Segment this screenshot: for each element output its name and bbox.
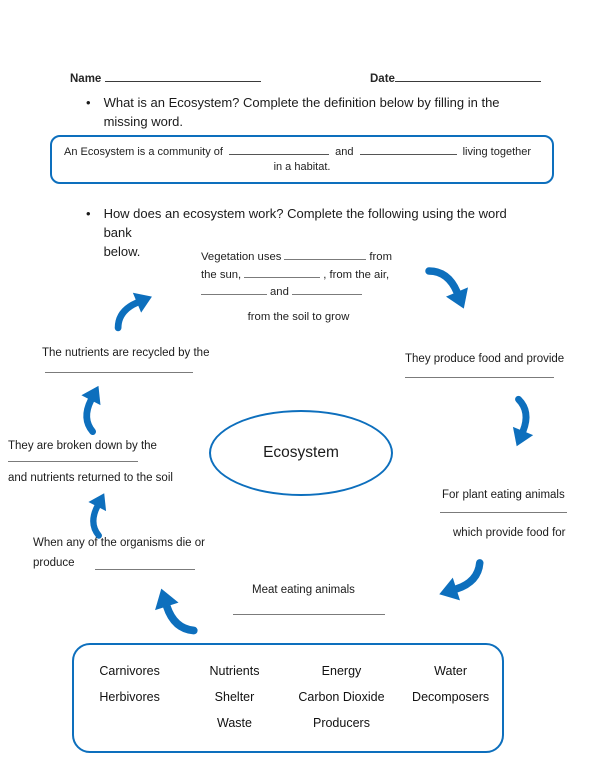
name-field: Name bbox=[70, 70, 261, 85]
word-bank-item: Producers bbox=[312, 716, 370, 730]
definition-seg2: and bbox=[335, 146, 354, 158]
definition-seg3: living together bbox=[462, 146, 532, 158]
word-bank-item: Shelter bbox=[214, 690, 255, 704]
vegetation-l2-post: , from the air, bbox=[323, 268, 390, 281]
word-bank-row-2: Herbivores Shelter Carbon Dioxide Decomp… bbox=[74, 684, 502, 710]
word-bank-item: Energy bbox=[321, 664, 362, 678]
date-field: Date bbox=[370, 70, 541, 85]
question-2-line1: How does an ecosystem work? Complete the… bbox=[103, 206, 507, 240]
vegetation-l1-post: from bbox=[369, 251, 393, 263]
vegetation-blank-2 bbox=[244, 268, 321, 278]
definition-line1: An Ecosystem is a community of and livin… bbox=[52, 137, 552, 158]
definition-blank-2 bbox=[359, 145, 457, 155]
vegetation-l2-pre: the sun, bbox=[201, 268, 242, 281]
definition-box: An Ecosystem is a community of and livin… bbox=[50, 135, 554, 184]
definition-seg1: An Ecosystem is a community of bbox=[64, 146, 223, 158]
cycle-arrow-down-icon bbox=[512, 395, 534, 447]
word-bank-item: Carbon Dioxide bbox=[298, 690, 385, 704]
organisms-die-label2: produce bbox=[33, 557, 75, 569]
cycle-arrow-up-right-icon bbox=[114, 292, 152, 332]
vegetation-l3-mid: and bbox=[270, 286, 289, 298]
word-bank-item: Herbivores bbox=[99, 690, 160, 704]
ecosystem-label: Ecosystem bbox=[263, 444, 339, 461]
word-bank-item: Carnivores bbox=[99, 664, 160, 678]
nutrients-recycled-label: The nutrients are recycled by the bbox=[42, 347, 210, 359]
vegetation-line2: the sun, , from the air, bbox=[201, 267, 411, 285]
organisms-die-label: When any of the organisms die or bbox=[33, 537, 205, 549]
broken-down-label: They are broken down by the bbox=[8, 440, 157, 452]
provide-food-label: which provide food for bbox=[453, 527, 566, 539]
vegetation-text-block: Vegetation uses from the sun, , from the a… bbox=[201, 249, 411, 326]
vegetation-line1: Vegetation uses from bbox=[201, 249, 411, 267]
nutrients-recycled-blank-line bbox=[45, 372, 193, 373]
date-blank-line bbox=[394, 70, 541, 82]
word-bank-row-3: Waste Producers bbox=[74, 710, 502, 736]
word-bank-item: Water bbox=[434, 664, 468, 678]
vegetation-blank-3 bbox=[201, 285, 267, 295]
word-bank-item: Waste bbox=[217, 716, 252, 730]
cycle-arrow-up-icon bbox=[88, 493, 107, 539]
date-label: Date bbox=[370, 73, 395, 85]
vegetation-blank-4 bbox=[291, 285, 362, 295]
cycle-arrow-down-right-icon bbox=[425, 267, 468, 309]
produce-label: They produce food and provide bbox=[405, 353, 565, 365]
word-bank-item: Decomposers bbox=[412, 690, 490, 704]
broken-down-blank-line bbox=[8, 461, 138, 462]
bullet-icon: • bbox=[86, 95, 91, 110]
question-1-text: What is an Ecosystem? Complete the defin… bbox=[104, 93, 500, 131]
meat-eaters-blank-line bbox=[233, 614, 385, 615]
question-1: • What is an Ecosystem? Complete the def… bbox=[86, 93, 516, 131]
word-bank-row-1: Carnivores Nutrients Energy Water bbox=[74, 658, 502, 684]
cycle-arrow-up-left-icon bbox=[155, 588, 198, 635]
produce-blank-line bbox=[405, 377, 554, 378]
question-1-line2: missing word. bbox=[103, 114, 184, 129]
question-1-line1: What is an Ecosystem? Complete the defin… bbox=[103, 95, 500, 110]
cycle-arrow-down-left-icon bbox=[439, 559, 484, 601]
name-blank-line bbox=[104, 70, 261, 82]
vegetation-line3: and bbox=[201, 284, 411, 302]
plant-eaters-blank-line bbox=[440, 512, 567, 513]
vegetation-line4: from the soil to grow bbox=[247, 310, 350, 323]
plant-eaters-label: For plant eating animals bbox=[442, 489, 565, 501]
definition-blank-1 bbox=[229, 145, 330, 155]
name-label: Name bbox=[70, 73, 102, 85]
meat-eaters-label: Meat eating animals bbox=[252, 584, 355, 596]
definition-line2: in a habitat. bbox=[273, 161, 331, 173]
question-2-text: How does an ecosystem work? Complete the… bbox=[104, 204, 516, 261]
organisms-die-blank-line bbox=[95, 569, 195, 570]
cycle-arrow-up-icon bbox=[81, 385, 101, 436]
bullet-icon: • bbox=[86, 206, 91, 221]
vegetation-blank-1 bbox=[284, 250, 367, 260]
word-bank-item: Nutrients bbox=[209, 664, 260, 678]
vegetation-l1-pre: Vegetation uses bbox=[201, 251, 282, 263]
question-2: • How does an ecosystem work? Complete t… bbox=[86, 204, 516, 261]
question-2-line2: below. bbox=[103, 244, 141, 259]
word-bank-box: Carnivores Nutrients Energy Water Herbiv… bbox=[72, 643, 504, 753]
nutrients-returned-label: and nutrients returned to the soil bbox=[8, 472, 173, 484]
ecosystem-ellipse: Ecosystem bbox=[209, 410, 393, 496]
